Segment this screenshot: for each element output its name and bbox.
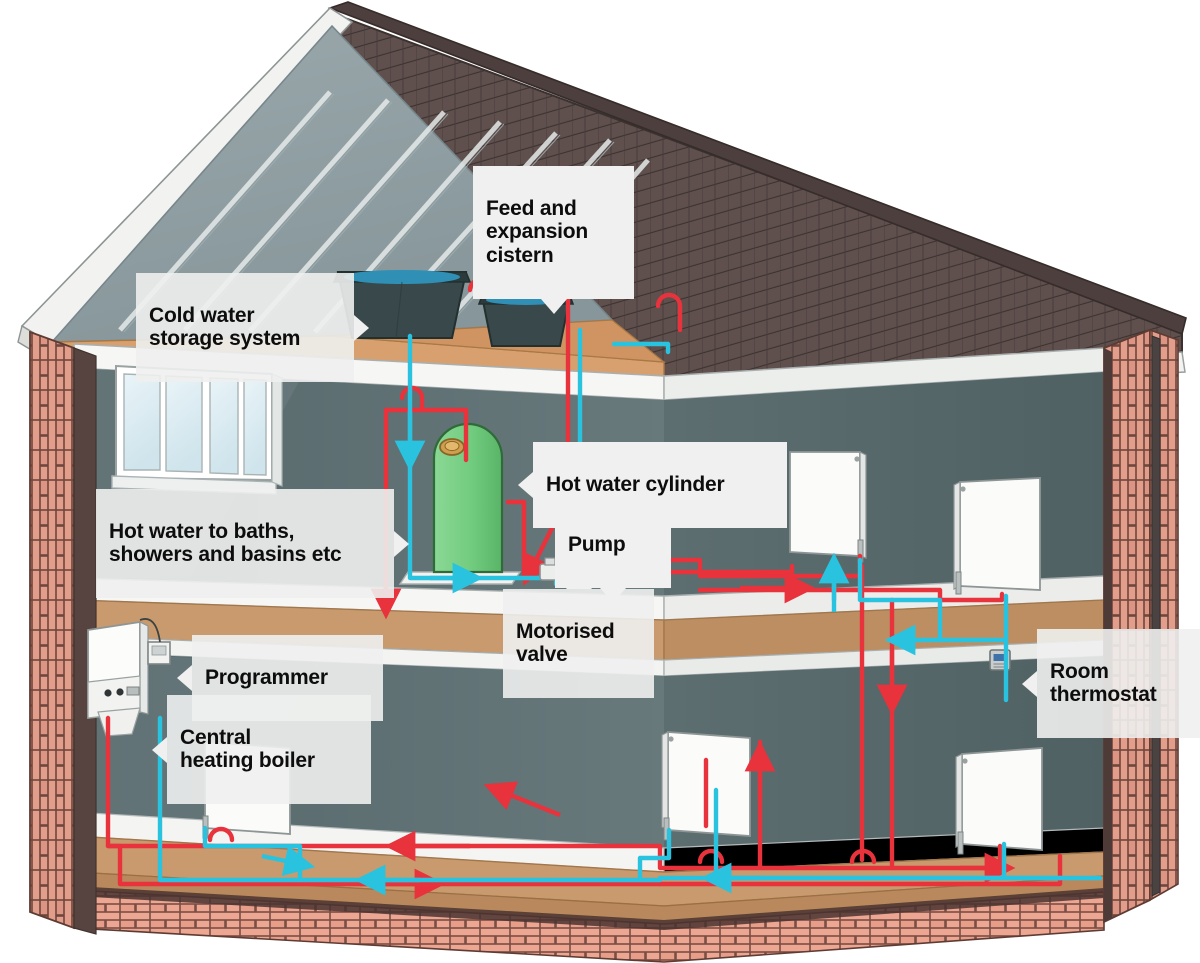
window-pane-1 [123, 373, 161, 471]
valve-actuator [544, 557, 556, 566]
window-reveal [271, 373, 283, 487]
radiator-lower-mid [661, 731, 751, 841]
arrow-diagonal-flow [483, 781, 561, 818]
callout-room-thermostat[interactable]: Room thermostat [1022, 629, 1200, 739]
arrow-return-rad-left [261, 845, 316, 876]
callout-pointer-left [518, 471, 533, 498]
ground-ring-flow-2 [657, 853, 1063, 887]
callout-text: Hot water cylinder [546, 472, 725, 496]
callout-text: Pump [568, 532, 626, 556]
programmer-display [151, 645, 167, 656]
callout-feed-and-expansion-cistern[interactable]: Feed and expansion cistern [473, 166, 634, 314]
callout-pointer-left [1022, 670, 1037, 697]
callout-pointer-down [540, 298, 567, 314]
left-cut-wall-brick [29, 330, 75, 930]
callout-hot-water-outlets[interactable]: Hot water to baths, showers and basins e… [96, 489, 409, 599]
callout-cold-water-storage-system[interactable]: Cold water storage system [136, 273, 369, 383]
boiler-display [126, 686, 140, 696]
thermostat-display [993, 654, 1007, 661]
callout-text: Central heating boiler [180, 725, 315, 773]
window-pane-4 [243, 378, 267, 476]
cistern-water-surface [344, 270, 460, 284]
window-pane-3 [209, 377, 239, 475]
programmer-cable [139, 618, 161, 643]
callout-text: Hot water to baths, showers and basins e… [109, 519, 342, 567]
upper-window [111, 364, 283, 495]
callout-text: Programmer [205, 665, 328, 689]
callout-pointer-left [152, 736, 167, 763]
roof-ridge [327, 1, 1187, 336]
callout-text: Feed and expansion cistern [486, 196, 589, 267]
left-wall-cavity [73, 347, 97, 935]
callout-pointer-right [354, 314, 369, 341]
damp-course [74, 886, 1104, 930]
pipe-hop-4 [849, 848, 877, 865]
radiator-upper-mid [789, 451, 867, 563]
central-heating-boiler [87, 620, 149, 737]
roof [17, 1, 1187, 401]
flow-radiator-upper-right [937, 591, 1005, 603]
boiler-control-panel [87, 675, 141, 719]
cylinder-body [432, 422, 504, 574]
pipe-hop-3 [697, 848, 725, 865]
pipe-hop-1 [399, 385, 425, 413]
cold-water-cistern [332, 270, 472, 339]
return-radiator-lower-mid [637, 827, 672, 883]
hot-water-cylinder [398, 422, 522, 585]
radiator-valve [957, 831, 964, 855]
callout-text: Room thermostat [1050, 659, 1157, 707]
pipe-hop-2 [207, 826, 235, 843]
return-upper [857, 557, 1009, 643]
radiator-valve [955, 571, 962, 595]
rainwater-downpipe [1151, 335, 1161, 897]
window-pane-2 [165, 375, 203, 473]
return-to-boiler [157, 715, 663, 883]
callout-pointer-left [177, 664, 192, 691]
arrow-to-valve [523, 519, 558, 586]
callout-pump[interactable]: Pump [555, 502, 671, 603]
callout-pointer-up [565, 574, 592, 589]
boiler-dial-1 [104, 689, 112, 697]
boiler-dial-2 [116, 688, 124, 696]
vent-pipe-feed-tank [655, 292, 683, 333]
callout-text: Cold water storage system [149, 303, 301, 351]
callout-central-heating-boiler[interactable]: Central heating boiler [152, 695, 371, 805]
callout-motorised-valve[interactable]: Motorised valve [503, 574, 654, 699]
radiator-upper-right [953, 477, 1041, 595]
callout-text: Motorised valve [516, 619, 615, 667]
callout-pointer-right [394, 530, 409, 557]
programmer [139, 618, 171, 665]
radiator-lower-right [955, 747, 1043, 855]
return-arrows [261, 410, 940, 896]
